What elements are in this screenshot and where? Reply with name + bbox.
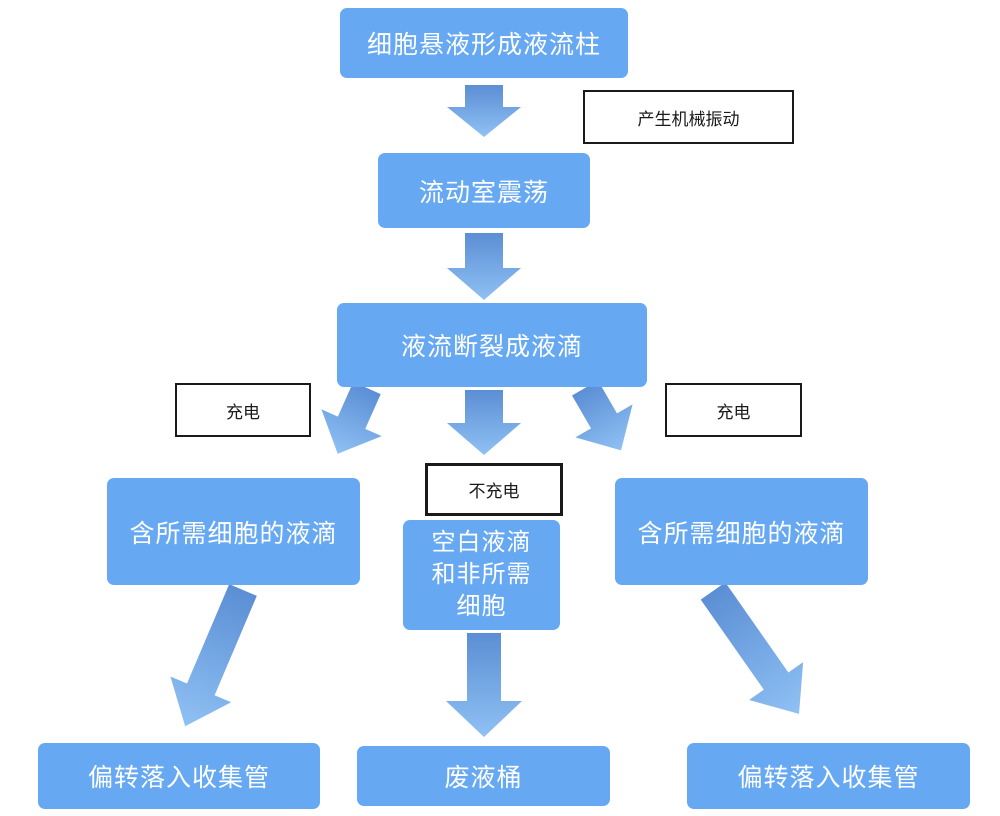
annotation-mechanical-vibration: 产生机械振动 — [583, 90, 794, 144]
node-deflect-into-collection-tube-right-label: 偏转落入收集管 — [737, 764, 920, 792]
node-flow-chamber-oscillation: 流动室震荡 — [378, 153, 590, 228]
node-stream-breaks-into-droplets: 液流断裂成液滴 — [337, 303, 647, 387]
node-waste-container-label: 废液桶 — [444, 764, 523, 792]
arrow-right-drop-to-collect-icon — [700, 582, 804, 714]
annotation-no-charge-label: 不充电 — [468, 482, 520, 501]
annotation-mechanical-vibration-label: 产生机械振动 — [637, 109, 740, 129]
arrow-vibrate-to-break-icon — [447, 233, 521, 300]
arrow-break-to-left-drop-icon — [321, 381, 382, 454]
node-flow-chamber-oscillation-label: 流动室震荡 — [418, 178, 549, 207]
node-blank-droplets-unwanted-cells-label: 空白液滴和非所需细胞 — [431, 529, 532, 620]
node-deflect-into-collection-tube-left-label: 偏转落入收集管 — [87, 764, 270, 792]
node-droplets-with-target-cells-left: 含所需细胞的液滴 — [107, 478, 360, 585]
arrow-mid-drop-to-waste-icon — [446, 633, 522, 737]
annotation-charge-left: 充电 — [175, 383, 311, 437]
node-droplets-with-target-cells-right-label: 含所需细胞的液滴 — [637, 519, 846, 548]
annotation-no-charge: 不充电 — [425, 463, 563, 516]
node-blank-droplets-unwanted-cells: 空白液滴和非所需细胞 — [403, 520, 560, 630]
node-cell-suspension-label: 细胞悬液形成液流柱 — [366, 31, 601, 59]
node-droplets-with-target-cells-right: 含所需细胞的液滴 — [615, 478, 868, 585]
arrow-top-to-vibrate-icon — [447, 85, 521, 137]
node-waste-container: 废液桶 — [357, 746, 610, 806]
annotation-charge-right: 充电 — [665, 383, 802, 437]
node-stream-breaks-into-droplets-label: 液流断裂成液滴 — [400, 333, 583, 361]
node-cell-suspension: 细胞悬液形成液流柱 — [340, 8, 628, 78]
node-deflect-into-collection-tube-right: 偏转落入收集管 — [687, 743, 970, 809]
arrow-break-to-mid-drop-icon — [447, 390, 521, 455]
annotation-charge-left-label: 充电 — [226, 402, 260, 422]
node-deflect-into-collection-tube-left: 偏转落入收集管 — [38, 743, 320, 809]
arrow-left-drop-to-collect-icon — [170, 584, 257, 727]
node-droplets-with-target-cells-left-label: 含所需细胞的液滴 — [129, 519, 338, 548]
annotation-charge-right-label: 充电 — [716, 402, 751, 422]
